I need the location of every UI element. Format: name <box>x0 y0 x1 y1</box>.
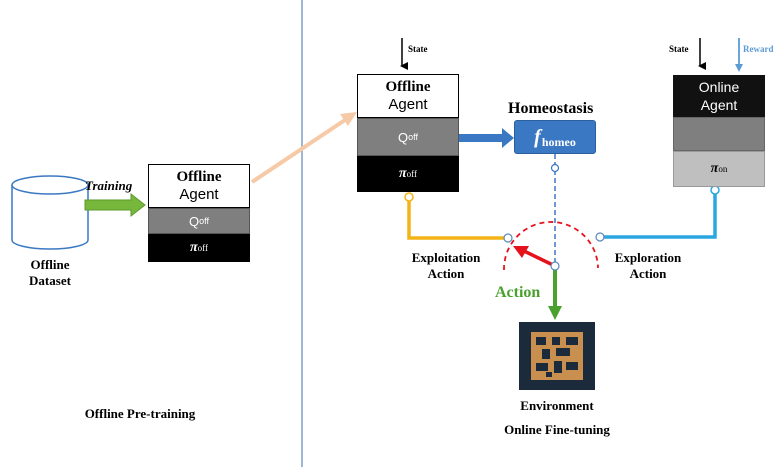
left-agent-line1: Offline <box>176 169 222 185</box>
online-state-label: State <box>669 44 689 54</box>
dataset-label: Offline Dataset <box>29 257 71 288</box>
transfer-arrow-shaft <box>250 118 347 184</box>
offline-agent-line2: Agent <box>388 96 428 113</box>
online-agent-line1: Online <box>698 79 740 95</box>
transfer-arrow-head <box>340 112 357 126</box>
switch-arc <box>503 221 599 271</box>
offline-agent-line1: Offline <box>385 79 431 95</box>
environment-icon <box>519 322 595 390</box>
exploration-label: Exploration Action <box>614 250 682 281</box>
exploration-path <box>601 190 717 239</box>
online-agent-line2: Agent <box>700 97 738 113</box>
left-agent-line2: Agent <box>179 186 219 203</box>
exploitation-label: Exploitation Action <box>411 250 481 281</box>
fhomeo-box: f homeo <box>514 120 596 154</box>
online-middle-box <box>673 117 765 151</box>
environment-label: Environment <box>520 398 594 413</box>
offline-state-label: State <box>408 44 428 54</box>
switch-arrow <box>523 249 556 268</box>
q-to-homeo-arrow <box>459 128 514 148</box>
offline-agent-box: Offline Agent <box>357 74 459 118</box>
online-reward-label: Reward <box>743 44 774 54</box>
exploitation-path <box>407 197 507 240</box>
online-agent-box: Online Agent <box>673 75 765 117</box>
right-section-title: Online Fine-tuning <box>504 422 610 437</box>
training-arrow <box>84 192 146 218</box>
action-label: Action <box>495 284 541 301</box>
left-section-title: Offline Pre-training <box>84 406 196 421</box>
left-offline-agent-box: Offline Agent <box>148 164 250 208</box>
database-icon <box>11 175 89 250</box>
homeostasis-title: Homeostasis <box>508 100 594 117</box>
training-label: Training <box>85 178 133 193</box>
